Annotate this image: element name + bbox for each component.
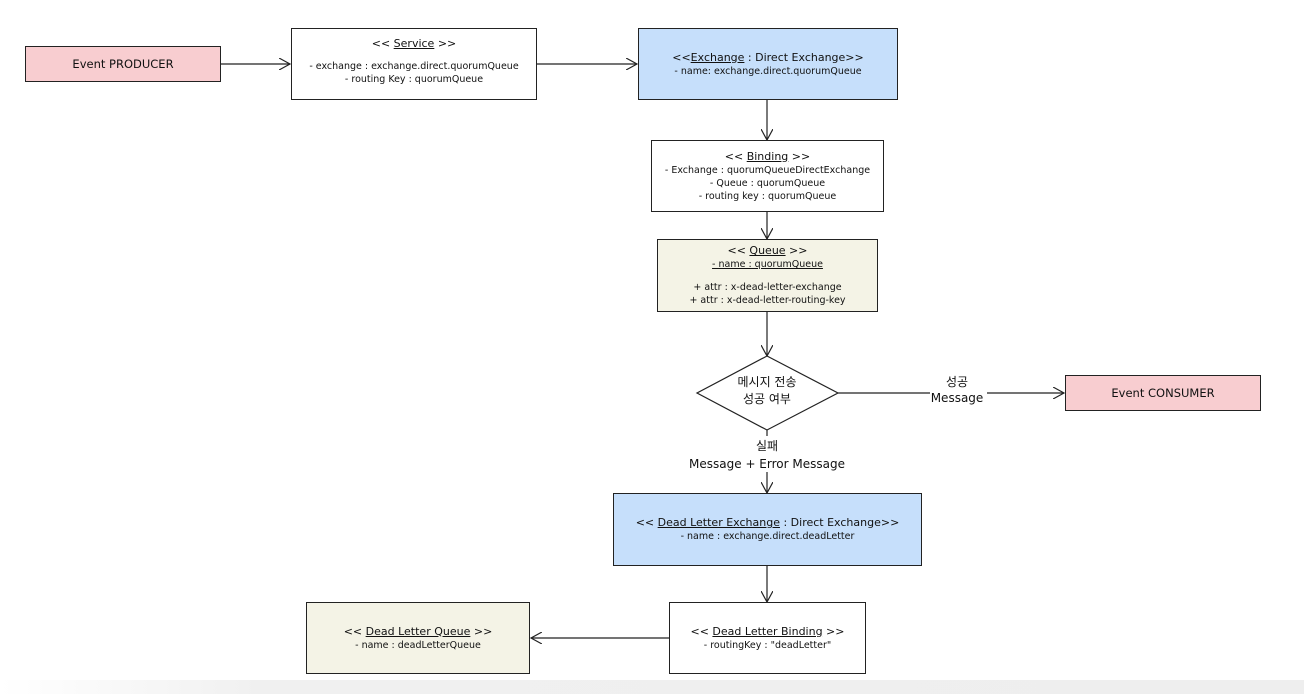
success-label-line-2: Message [930, 391, 984, 405]
decision-line-1: 메시지 전송 [737, 375, 797, 389]
queue-name: Queue [749, 244, 786, 257]
event-consumer-label: Event CONSUMER [1111, 385, 1215, 400]
dl-exchange-open: << [635, 516, 658, 529]
decision-diamond [695, 355, 840, 431]
event-producer-label: Event PRODUCER [72, 56, 174, 71]
dl-queue-close: >> [470, 624, 493, 638]
decision-text: 메시지 전송 성공 여부 [707, 374, 827, 408]
exchange-open: << [672, 50, 691, 64]
dead-letter-queue-title: << Dead Letter Queue >> [344, 625, 493, 639]
dead-letter-binding-line: - routingKey : "deadLetter" [703, 639, 832, 651]
dead-letter-exchange-title: << Dead Letter Exchange : Direct Exchang… [636, 516, 900, 530]
queue-name-attr: - name : quorumQueue [712, 259, 823, 270]
dl-exchange-name: Dead Letter Exchange [657, 516, 780, 529]
binding-name: Binding [746, 149, 789, 163]
success-label-line-1: 성공 [945, 375, 969, 389]
queue-attr-line: + attr : x-dead-letter-exchange [693, 282, 842, 293]
exchange-type: : Direct Exchange>> [744, 50, 864, 64]
bottom-shade [0, 680, 1304, 694]
binding-line: - Queue : quorumQueue [709, 177, 826, 189]
service-box: << Service >> - exchange : exchange.dire… [291, 28, 537, 100]
dead-letter-exchange-box: << Dead Letter Exchange : Direct Exchang… [613, 493, 922, 566]
service-line: - routing Key : quorumQueue [344, 74, 484, 85]
dl-binding-name: Dead Letter Binding [712, 624, 823, 638]
queue-open: << [727, 244, 750, 257]
service-title: << Service >> [372, 37, 457, 51]
exchange-name: Exchange [690, 50, 745, 64]
binding-close: >> [788, 149, 811, 163]
service-open: << [371, 37, 394, 50]
dl-queue-name: Dead Letter Queue [365, 624, 471, 638]
binding-open: << [724, 149, 747, 163]
exchange-title: <<Exchange : Direct Exchange>> [672, 51, 864, 65]
decision-line-2: 성공 여부 [743, 392, 791, 406]
service-name: Service [393, 37, 435, 50]
event-consumer-box: Event CONSUMER [1065, 375, 1261, 411]
dead-letter-binding-title: << Dead Letter Binding >> [690, 625, 844, 639]
dl-binding-close: >> [822, 624, 845, 638]
dl-binding-open: << [690, 624, 713, 638]
service-line: - exchange : exchange.direct.quorumQueue [309, 61, 519, 72]
binding-line: - routing key : quorumQueue [698, 190, 837, 202]
fail-label: 실패 Message + Error Message [667, 437, 867, 473]
dead-letter-binding-box: << Dead Letter Binding >> - routingKey :… [669, 602, 866, 674]
queue-title: << Queue >> [727, 244, 807, 258]
dead-letter-queue-box: << Dead Letter Queue >> - name : deadLet… [306, 602, 530, 674]
dead-letter-queue-line: - name : deadLetterQueue [355, 639, 481, 651]
dl-queue-open: << [343, 624, 366, 638]
fail-label-line-2: Message + Error Message [689, 457, 845, 471]
binding-line: - Exchange : quorumQueueDirectExchange [664, 164, 871, 176]
exchange-line: - name: exchange.direct.quorumQueue [674, 65, 862, 77]
dead-letter-exchange-line: - name : exchange.direct.deadLetter [680, 531, 855, 542]
service-close: >> [434, 37, 457, 50]
queue-attr-line: + attr : x-dead-letter-routing-key [689, 295, 846, 306]
binding-box: << Binding >> - Exchange : quorumQueueDi… [651, 140, 884, 212]
fail-label-line-1: 실패 [755, 439, 779, 453]
event-producer-box: Event PRODUCER [25, 46, 221, 82]
queue-box: << Queue >> - name : quorumQueue + attr … [657, 239, 878, 312]
binding-title: << Binding >> [725, 150, 810, 164]
dl-exchange-type: : Direct Exchange>> [779, 516, 900, 529]
success-label: 성공 Message [917, 374, 997, 406]
exchange-box: <<Exchange : Direct Exchange>> - name: e… [638, 28, 898, 100]
queue-close: >> [785, 244, 808, 257]
